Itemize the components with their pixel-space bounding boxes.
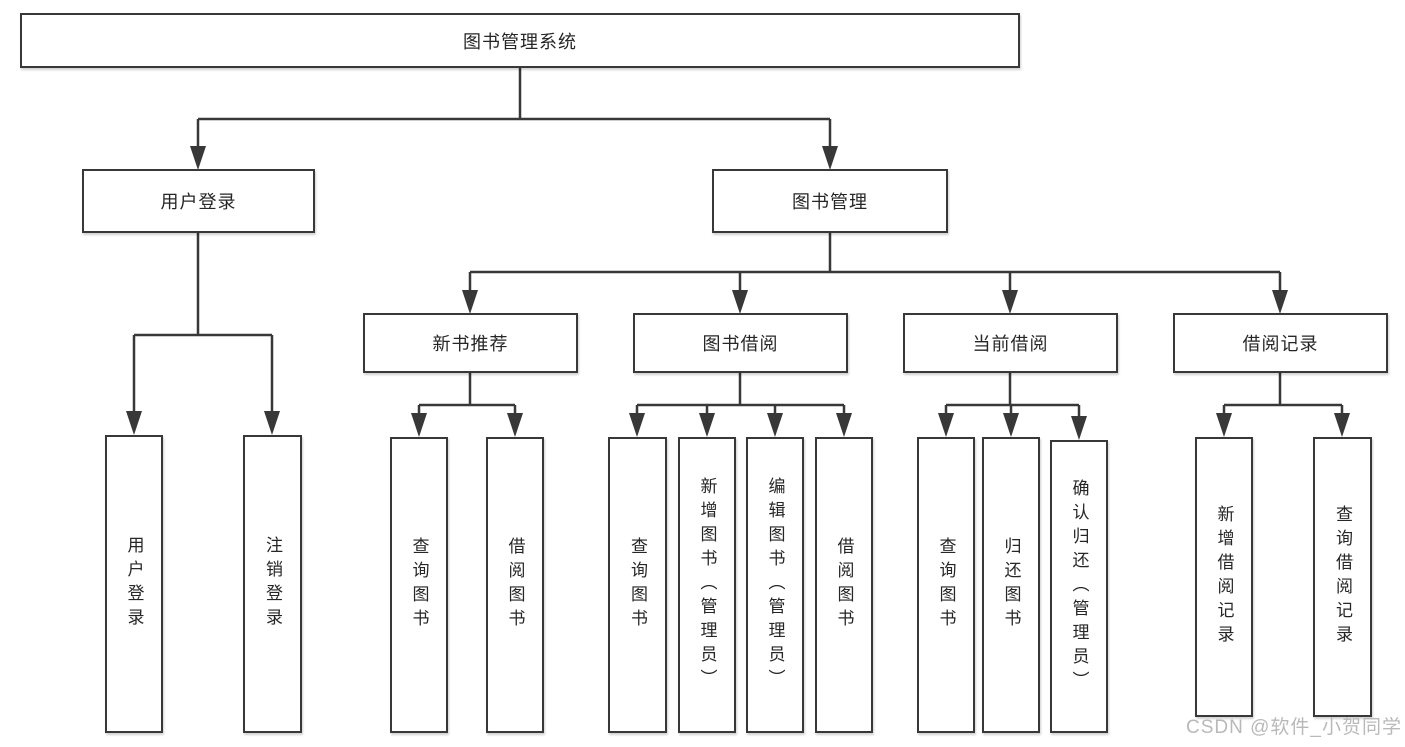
node-user-login: 用户登录: [82, 169, 315, 233]
leaf-user-login: 用户登录: [105, 435, 163, 733]
leaf-rec-borrow-book: 借阅图书: [486, 437, 544, 733]
leaf-user-login-label: 用户登录: [124, 536, 144, 632]
leaf-edit-book-admin: 编辑图书（管理员）: [746, 437, 804, 733]
leaf-add-book-admin-label: 新增图书（管理员）: [697, 477, 717, 693]
node-book-borrow-label: 图书借阅: [702, 334, 779, 354]
node-new-book-recommend: 新书推荐: [363, 313, 578, 373]
leaf-edit-book-admin-label: 编辑图书（管理员）: [765, 477, 785, 693]
leaf-confirm-return-admin: 确认归还（管理员）: [1050, 440, 1108, 733]
leaf-rec-borrow-book-label: 借阅图书: [505, 537, 525, 633]
leaf-rec-query-book-label: 查询图书: [409, 537, 429, 633]
leaf-return-book: 归还图书: [982, 437, 1040, 733]
node-borrow-records-label: 借阅记录: [1242, 334, 1319, 354]
leaf-borrow-query-book-label: 查询图书: [628, 537, 647, 633]
leaf-query-borrow-record-label: 查询借阅记录: [1333, 505, 1352, 649]
arrowhead-icons: [126, 146, 1350, 440]
leaf-logout: 注销登录: [243, 435, 302, 733]
connector-paths: [132, 68, 1344, 417]
csdn-watermark: CSDN @软件_小贺同学: [1186, 717, 1402, 738]
leaf-add-borrow-record-label: 新增借阅记录: [1214, 505, 1234, 649]
leaf-confirm-return-admin-label: 确认归还（管理员）: [1069, 478, 1089, 695]
node-user-login-label: 用户登录: [160, 192, 237, 212]
leaf-add-borrow-record: 新增借阅记录: [1195, 437, 1253, 717]
node-borrow-records: 借阅记录: [1173, 313, 1388, 373]
node-book-management-label: 图书管理: [792, 192, 868, 212]
node-book-management: 图书管理: [712, 169, 948, 233]
leaf-add-book-admin: 新增图书（管理员）: [678, 437, 736, 733]
leaf-current-query-book-label: 查询图书: [936, 537, 956, 633]
leaf-logout-label: 注销登录: [263, 536, 282, 632]
leaf-query-borrow-record: 查询借阅记录: [1313, 437, 1372, 717]
leaf-borrow-book: 借阅图书: [815, 437, 873, 733]
node-current-borrow-label: 当前借阅: [972, 334, 1049, 354]
leaf-rec-query-book: 查询图书: [390, 437, 448, 733]
node-book-borrow: 图书借阅: [633, 313, 848, 373]
node-root-label: 图书管理系统: [463, 31, 577, 52]
leaf-return-book-label: 归还图书: [1001, 537, 1021, 633]
leaf-borrow-book-label: 借阅图书: [834, 537, 854, 633]
leaf-borrow-query-book: 查询图书: [608, 437, 667, 733]
node-current-borrow: 当前借阅: [903, 313, 1118, 373]
node-new-book-recommend-label: 新书推荐: [432, 334, 509, 354]
node-root: 图书管理系统: [20, 13, 1020, 68]
leaf-current-query-book: 查询图书: [917, 437, 975, 733]
